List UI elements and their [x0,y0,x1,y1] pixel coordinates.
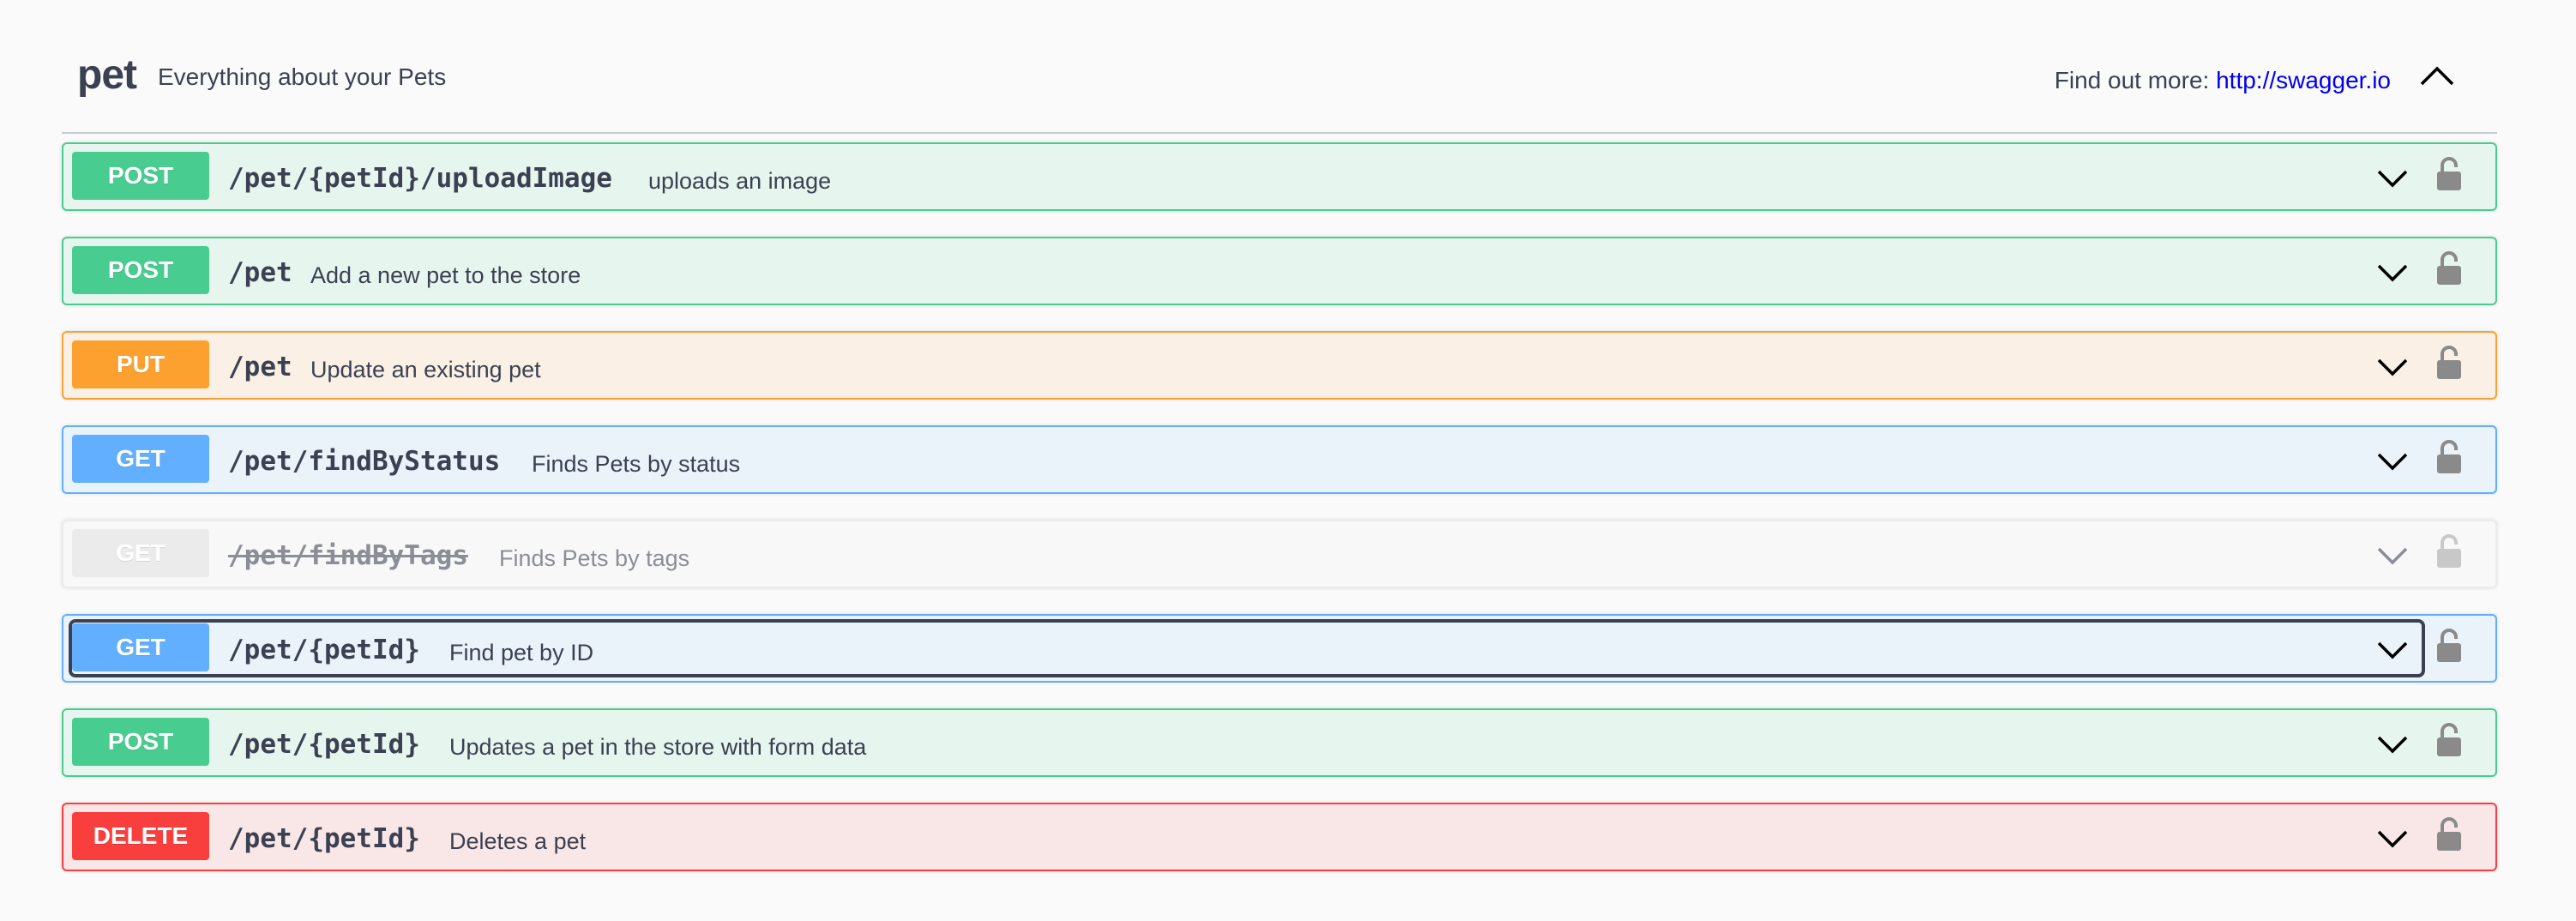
operation-summary[interactable]: GET /pet/findByTags Finds Pets by tags [72,528,2422,580]
tag-section-pet: pet Everything about your Pets Find out … [62,0,2497,871]
tag-description: Everything about your Pets [158,63,447,90]
operation-description: Updates a pet in the store with form dat… [449,734,867,760]
operation-delete-pet: DELETE /pet/{petId} Deletes a pet [62,803,2497,871]
lock-icon[interactable] [2435,345,2463,381]
tag-name: pet [77,52,137,98]
chevron-up-icon[interactable] [2415,53,2459,98]
operation-post-upload-image: POST /pet/{petId}/uploadImage uploads an… [62,142,2497,211]
operation-summary[interactable]: POST /pet/{petId}/uploadImage uploads an… [72,151,2422,202]
lock-icon[interactable] [2435,156,2463,192]
operation-description: Finds Pets by status [532,451,741,477]
lock-icon[interactable] [2435,816,2463,852]
chevron-down-icon[interactable] [2375,448,2410,473]
operation-description: Find pet by ID [449,640,594,665]
operation-description: uploads an image [648,168,832,194]
method-badge-post: POST [72,246,209,294]
lock-icon[interactable] [2435,722,2463,758]
operation-summary[interactable]: PUT /pet Update an existing pet [72,340,2422,391]
operation-path: /pet/{petId} [228,635,420,665]
operation-get-find-by-tags: GET /pet/findByTags Finds Pets by tags [62,520,2497,588]
method-badge-get: GET [72,529,209,577]
operation-path: /pet/findByStatus [228,446,501,477]
chevron-down-icon[interactable] [2375,165,2410,190]
method-badge-post: POST [72,718,209,766]
lock-icon[interactable] [2435,533,2463,569]
chevron-down-icon[interactable] [2375,542,2410,568]
find-out-more: Find out more: http://swagger.io [2055,67,2391,94]
lock-icon[interactable] [2435,628,2463,664]
operation-summary[interactable]: POST /pet/{petId} Updates a pet in the s… [72,717,2422,768]
method-badge-get: GET [72,435,209,483]
operation-get-pet-by-id: GET /pet/{petId} Find pet by ID [62,614,2497,683]
chevron-down-icon[interactable] [2375,353,2410,379]
chevron-down-icon[interactable] [2375,636,2410,662]
operation-path: /pet/{petId} [228,729,420,760]
operation-put-update-pet: PUT /pet Update an existing pet [62,331,2497,400]
external-docs-link[interactable]: http://swagger.io [2216,67,2391,93]
chevron-down-icon[interactable] [2375,731,2410,756]
operation-get-find-by-status: GET /pet/findByStatus Finds Pets by stat… [62,425,2497,494]
operation-summary[interactable]: POST /pet Add a new pet to the store [72,245,2422,297]
operation-summary[interactable]: DELETE /pet/{petId} Deletes a pet [72,811,2422,863]
operation-summary[interactable]: GET /pet/{petId} Find pet by ID [69,619,2425,677]
operation-post-add-pet: POST /pet Add a new pet to the store [62,237,2497,305]
method-badge-delete: DELETE [72,812,209,860]
operation-post-update-pet-form: POST /pet/{petId} Updates a pet in the s… [62,708,2497,777]
find-out-more-label: Find out more: [2054,67,2210,93]
operation-path: /pet/{petId} [228,823,420,854]
operation-path: /pet/findByTags [228,540,468,571]
operation-path: /pet [228,257,292,288]
method-badge-put: PUT [72,340,209,388]
operation-description: Finds Pets by tags [499,545,690,571]
lock-icon[interactable] [2435,250,2463,286]
chevron-down-icon[interactable] [2375,259,2410,285]
operation-path: /pet/{petId}/uploadImage [228,163,612,194]
chevron-down-icon[interactable] [2375,825,2410,851]
method-badge-get: GET [72,623,209,671]
operation-description: Deletes a pet [449,828,587,854]
operation-summary[interactable]: GET /pet/findByStatus Finds Pets by stat… [72,434,2422,485]
operation-description: Add a new pet to the store [310,262,581,288]
operation-path: /pet [228,352,292,382]
lock-icon[interactable] [2435,439,2463,475]
tag-header[interactable]: pet Everything about your Pets Find out … [62,0,2497,134]
operation-description: Update an existing pet [310,357,541,382]
method-badge-post: POST [72,152,209,200]
